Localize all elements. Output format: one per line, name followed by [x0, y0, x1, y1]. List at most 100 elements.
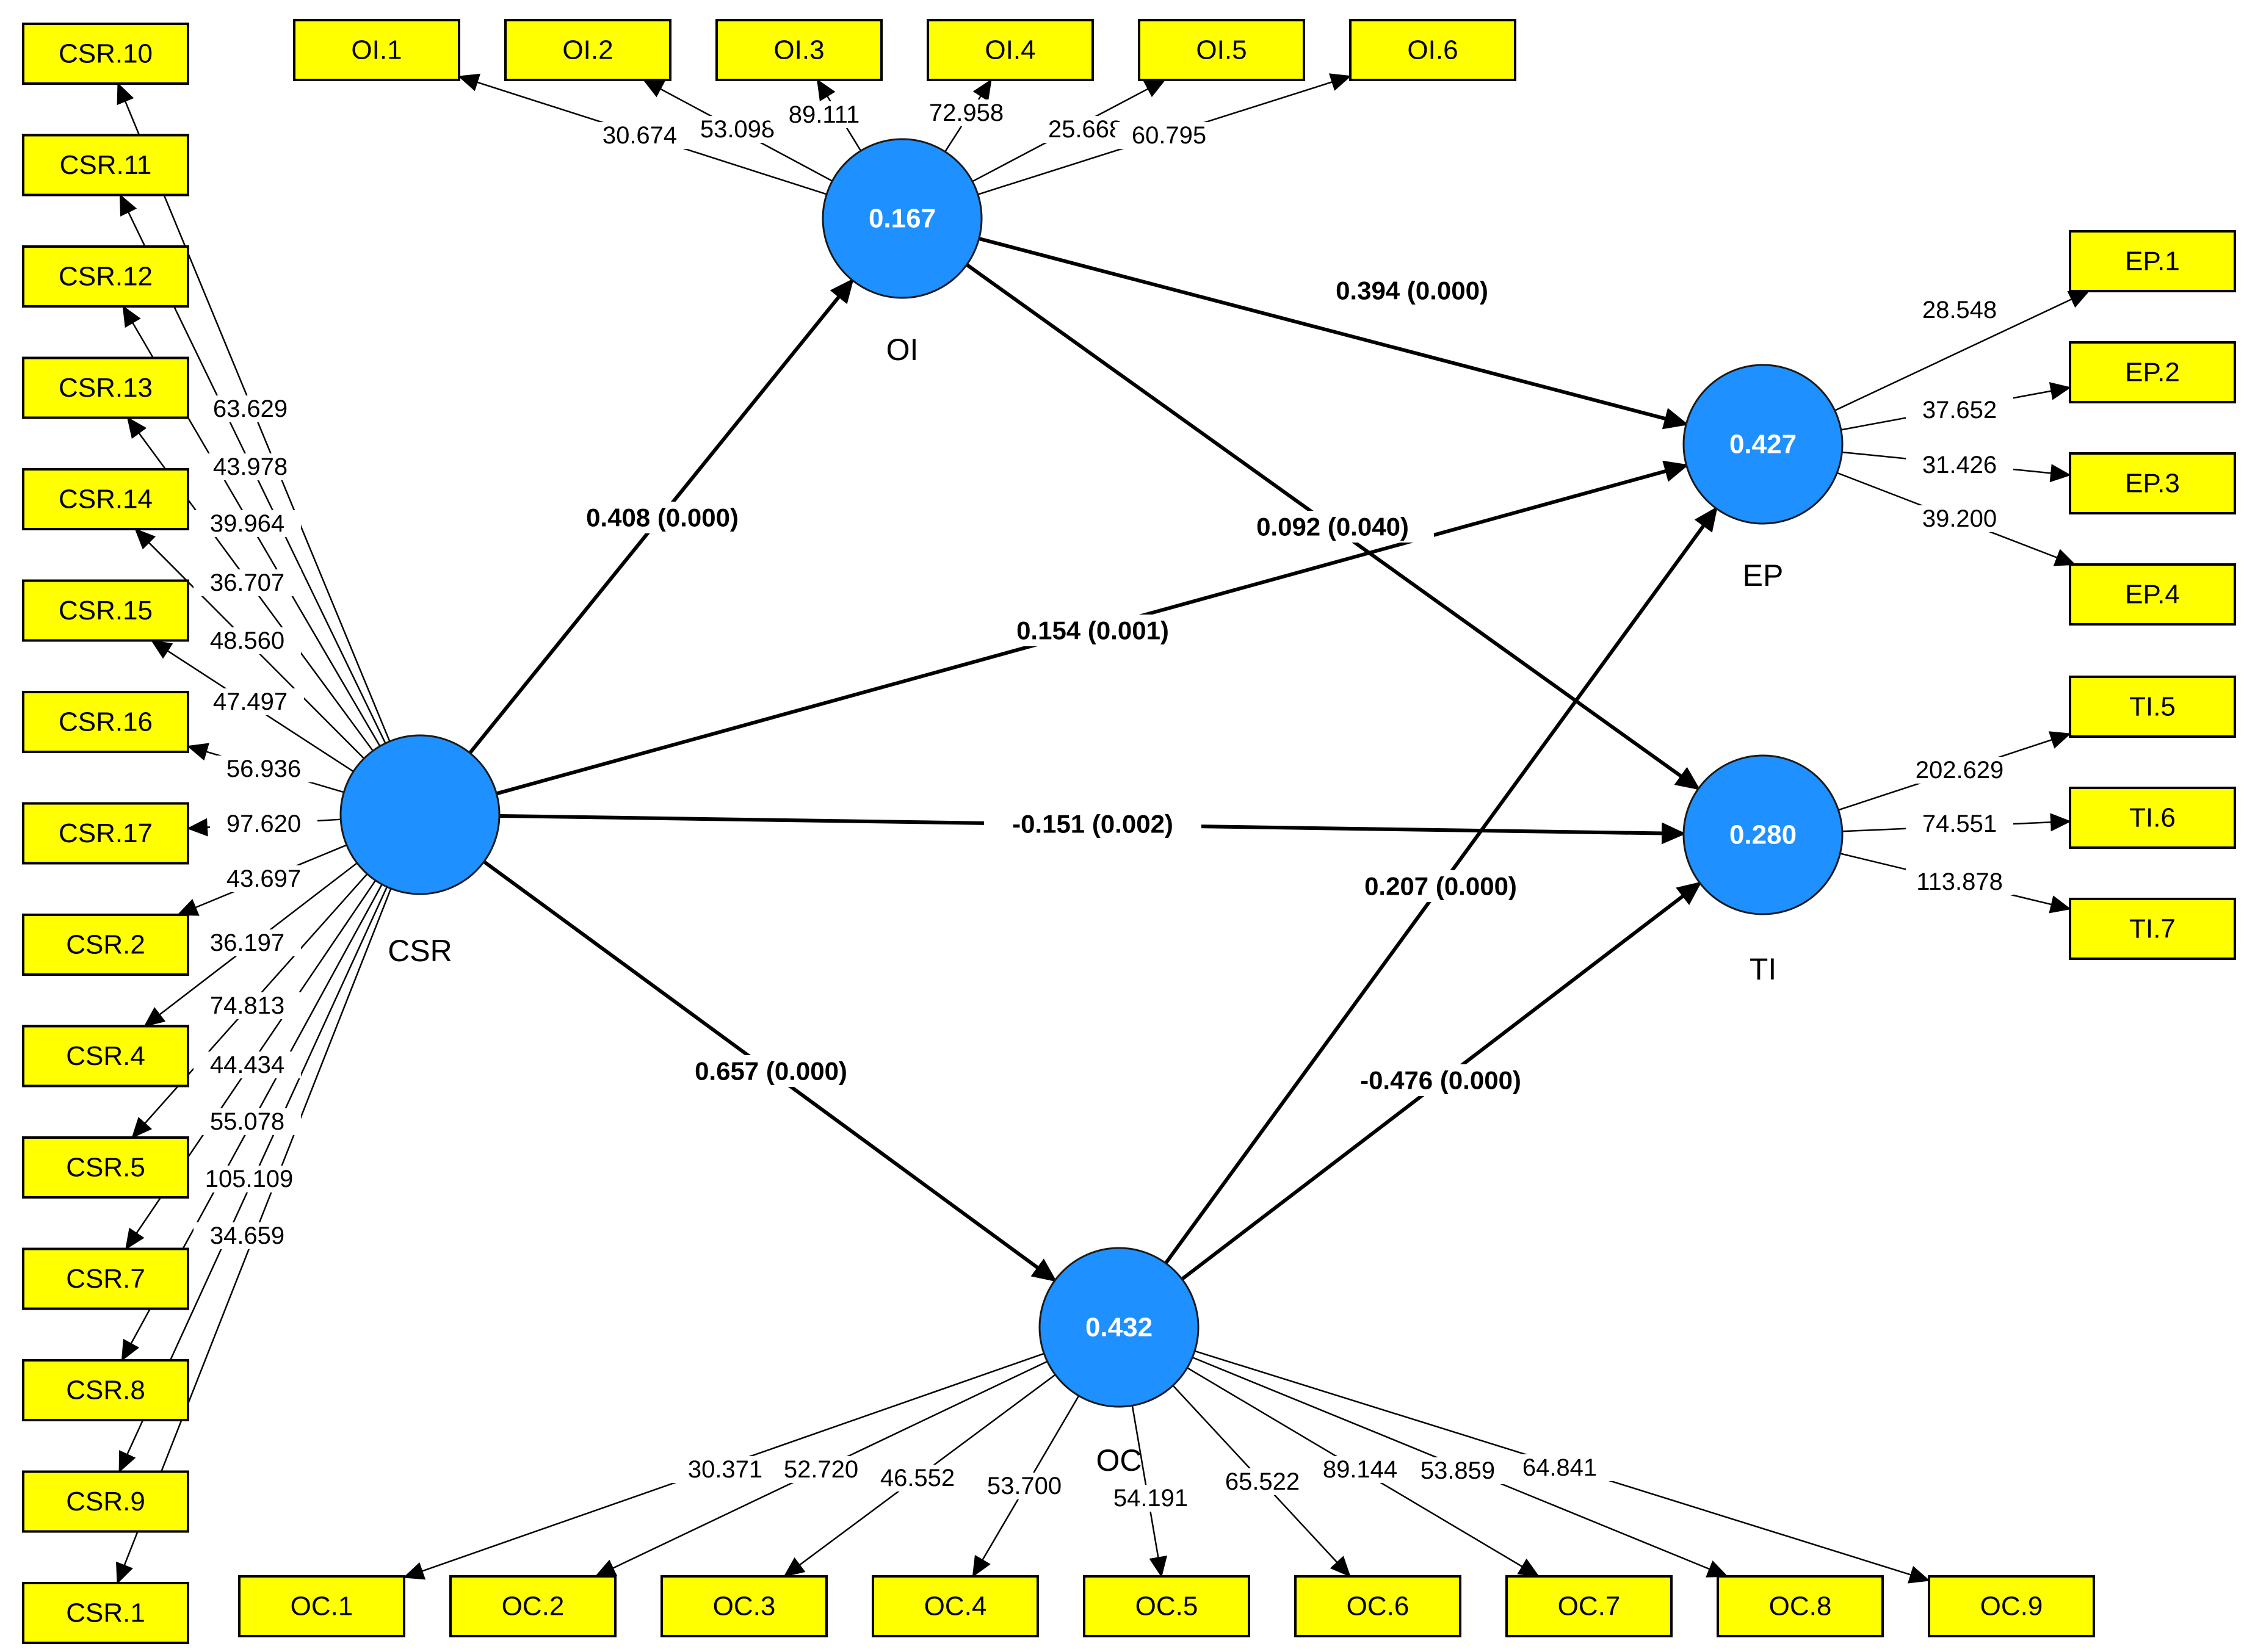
indicator-box-csr-13[interactable]	[22, 356, 189, 419]
indicator-csr-7[interactable]: CSR.7	[22, 1247, 189, 1310]
indicator-box-ep-4[interactable]	[2069, 563, 2236, 626]
indicator-oc-2[interactable]: OC.2	[449, 1575, 617, 1637]
indicator-box-oc-6[interactable]	[1294, 1575, 1461, 1637]
indicators-layer: CSR.10CSR.11CSR.12CSR.13CSR.14CSR.15CSR.…	[22, 19, 2236, 1644]
indicator-label-ep-2: EP.2	[2125, 358, 2180, 388]
indicator-label-oi-4: OI.4	[985, 35, 1035, 65]
indicator-csr-4[interactable]: CSR.4	[22, 1025, 189, 1088]
indicator-box-ti-5[interactable]	[2069, 676, 2236, 738]
indicator-ep-2[interactable]: EP.2	[2069, 341, 2236, 403]
indicator-box-oc-8[interactable]	[1717, 1575, 1884, 1637]
indicator-csr-9[interactable]: CSR.9	[22, 1470, 189, 1533]
indicator-ep-4[interactable]: EP.4	[2069, 563, 2236, 626]
indicator-oc-3[interactable]: OC.3	[661, 1575, 828, 1637]
loading-label-bg	[1404, 1457, 1511, 1484]
indicator-box-oc-9[interactable]	[1928, 1575, 2095, 1637]
indicator-oc-9[interactable]: OC.9	[1928, 1575, 2095, 1637]
loading-label-bg	[864, 1465, 971, 1491]
indicator-oc-4[interactable]: OC.4	[872, 1575, 1039, 1637]
indicator-label-ti-6: TI.6	[2129, 803, 2176, 833]
indicator-box-csr-9[interactable]	[22, 1470, 189, 1533]
indicator-label-ep-1: EP.1	[2125, 247, 2180, 276]
indicator-ti-6[interactable]: TI.6	[2069, 787, 2236, 849]
indicator-box-csr-16[interactable]	[22, 691, 189, 753]
indicator-ep-1[interactable]: EP.1	[2069, 230, 2236, 292]
indicator-box-csr-1[interactable]	[22, 1582, 189, 1644]
indicator-csr-16[interactable]: CSR.16	[22, 691, 189, 753]
latent-ep[interactable]: 0.427	[1682, 364, 1844, 525]
indicator-csr-1[interactable]: CSR.1	[22, 1582, 189, 1644]
indicator-csr-15[interactable]: CSR.15	[22, 579, 189, 642]
indicator-box-oi-2[interactable]	[504, 19, 671, 81]
indicator-box-csr-15[interactable]	[22, 579, 189, 642]
latent-circle-oc[interactable]	[1038, 1247, 1200, 1408]
indicator-oc-1[interactable]: OC.1	[238, 1575, 405, 1637]
indicator-oi-3[interactable]: OI.3	[715, 19, 883, 81]
indicator-box-oc-7[interactable]	[1505, 1575, 1673, 1637]
latent-circle-oi[interactable]	[822, 138, 983, 299]
indicator-ti-5[interactable]: TI.5	[2069, 676, 2236, 738]
latent-ti[interactable]: 0.280	[1682, 754, 1844, 915]
indicator-box-oi-3[interactable]	[715, 19, 883, 81]
indicator-box-csr-2[interactable]	[22, 914, 189, 976]
loading-label-bg	[194, 569, 301, 596]
indicator-box-ti-7[interactable]	[2069, 898, 2236, 960]
indicator-box-csr-8[interactable]	[22, 1359, 189, 1421]
indicator-box-oc-3[interactable]	[661, 1575, 828, 1637]
latent-circle-csr[interactable]	[339, 734, 501, 895]
latent-oc[interactable]: 0.432	[1038, 1247, 1200, 1408]
indicator-ep-3[interactable]: EP.3	[2069, 452, 2236, 514]
indicator-box-oc-1[interactable]	[238, 1575, 405, 1637]
indicator-csr-14[interactable]: CSR.14	[22, 468, 189, 530]
indicator-box-ep-2[interactable]	[2069, 341, 2236, 403]
loading-label-bg	[194, 992, 301, 1019]
loading-label-bg	[194, 510, 301, 537]
indicator-box-csr-4[interactable]	[22, 1025, 189, 1088]
indicator-oc-6[interactable]: OC.6	[1294, 1575, 1461, 1637]
loading-label-bg	[1209, 1468, 1316, 1495]
indicator-box-csr-5[interactable]	[22, 1136, 189, 1199]
indicator-oi-5[interactable]: OI.5	[1138, 19, 1305, 81]
indicator-oc-7[interactable]: OC.7	[1505, 1575, 1673, 1637]
indicator-csr-17[interactable]: CSR.17	[22, 802, 189, 865]
indicator-box-oi-6[interactable]	[1349, 19, 1516, 81]
indicator-csr-10[interactable]: CSR.10	[22, 23, 189, 85]
indicator-oi-6[interactable]: OI.6	[1349, 19, 1516, 81]
indicator-box-oc-2[interactable]	[449, 1575, 617, 1637]
latent-oi[interactable]: 0.167	[822, 138, 983, 299]
indicator-box-oc-4[interactable]	[872, 1575, 1039, 1637]
latent-circle-ti[interactable]	[1682, 754, 1844, 915]
indicator-ti-7[interactable]: TI.7	[2069, 898, 2236, 960]
indicator-box-csr-10[interactable]	[22, 23, 189, 85]
indicator-box-oc-5[interactable]	[1083, 1575, 1250, 1637]
indicator-box-ti-6[interactable]	[2069, 787, 2236, 849]
loading-label-bg	[194, 1222, 301, 1249]
indicator-oc-8[interactable]: OC.8	[1717, 1575, 1884, 1637]
indicator-box-csr-14[interactable]	[22, 468, 189, 530]
indicator-box-csr-7[interactable]	[22, 1247, 189, 1310]
indicator-label-csr-11: CSR.11	[60, 150, 152, 180]
latent-circle-ep[interactable]	[1682, 364, 1844, 525]
indicator-oi-2[interactable]: OI.2	[504, 19, 671, 81]
indicator-box-oi-5[interactable]	[1138, 19, 1305, 81]
indicator-oi-1[interactable]: OI.1	[293, 19, 460, 81]
latent-csr[interactable]	[339, 734, 501, 895]
indicator-box-csr-17[interactable]	[22, 802, 189, 865]
indicator-csr-13[interactable]: CSR.13	[22, 356, 189, 419]
indicator-csr-5[interactable]: CSR.5	[22, 1136, 189, 1199]
indicator-box-csr-11[interactable]	[22, 134, 189, 197]
loading-value-csr-1: 34.659	[210, 1222, 284, 1249]
indicator-csr-12[interactable]: CSR.12	[22, 245, 189, 308]
indicator-oc-5[interactable]: OC.5	[1083, 1575, 1250, 1637]
indicator-box-oi-1[interactable]	[293, 19, 460, 81]
indicator-box-csr-12[interactable]	[22, 245, 189, 308]
indicator-oi-4[interactable]: OI.4	[927, 19, 1094, 81]
indicator-csr-2[interactable]: CSR.2	[22, 914, 189, 976]
indicator-box-ep-1[interactable]	[2069, 230, 2236, 292]
indicator-box-oi-4[interactable]	[927, 19, 1094, 81]
indicator-label-csr-12: CSR.12	[59, 262, 153, 292]
indicator-csr-11[interactable]: CSR.11	[22, 134, 189, 197]
path-coefficient-oc-to-ti: -0.476 (0.000)	[1360, 1066, 1521, 1095]
indicator-box-ep-3[interactable]	[2069, 452, 2236, 514]
indicator-csr-8[interactable]: CSR.8	[22, 1359, 189, 1421]
